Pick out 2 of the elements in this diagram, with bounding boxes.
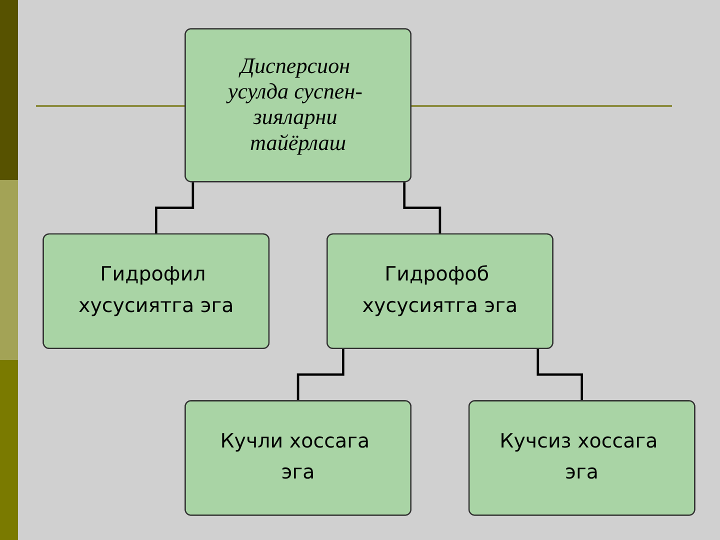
connector (536, 349, 584, 402)
connector (296, 349, 344, 402)
